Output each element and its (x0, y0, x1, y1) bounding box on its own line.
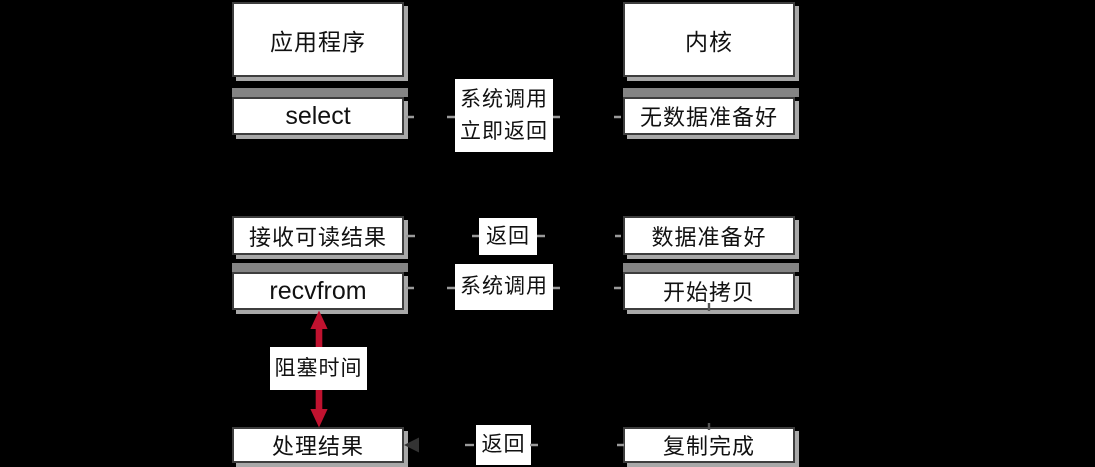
recvfrom-syscall-bar (232, 263, 408, 272)
no-data-ready-bar (623, 88, 799, 97)
start-copy-bar (623, 263, 799, 272)
blocking-time-label: 阻塞时间 (270, 347, 367, 390)
syscall-label: 系统调用 (455, 264, 553, 310)
recvfrom-box: recvfrom (232, 272, 404, 310)
syscall-immediate-return-line1: 系统调用 (460, 87, 548, 111)
blocking-up-arrowhead-icon (310, 310, 328, 329)
kernel-header-box: 内核 (623, 2, 795, 77)
return-label-1: 返回 (479, 218, 537, 255)
no-data-ready-box: 无数据准备好 (623, 97, 795, 135)
blocking-down-arrow-stem (315, 389, 323, 410)
data-ready-box: 数据准备好 (623, 216, 795, 255)
blocking-down-arrowhead-icon (310, 409, 328, 428)
syscall-immediate-return-line2: 立即返回 (460, 119, 548, 143)
copy-complete-box: 复制完成 (623, 427, 795, 463)
blocking-up-arrow-stem (315, 327, 323, 348)
syscall-immediate-return-label: 系统调用 立即返回 (455, 79, 553, 152)
select-box: select (232, 97, 404, 135)
return-label-2: 返回 (476, 425, 531, 465)
application-header-box: 应用程序 (232, 2, 404, 77)
receive-readable-result-box: 接收可读结果 (232, 216, 404, 255)
return-arrowhead-icon (404, 437, 419, 453)
start-copy-box: 开始拷贝 (623, 272, 795, 310)
select-syscall-bar (232, 88, 408, 97)
process-result-box: 处理结果 (232, 427, 404, 463)
